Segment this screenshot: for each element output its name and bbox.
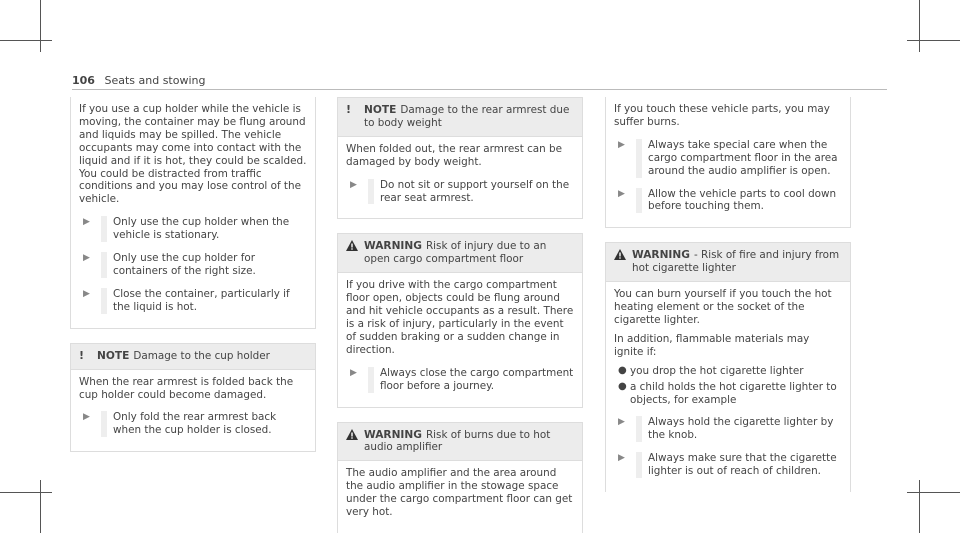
list-item-text: you drop the hot cigarette lighter	[630, 364, 804, 377]
step-text: Do not sit or support yourself on the re…	[368, 178, 574, 205]
step-text: Always hold the cigarette lighter by the…	[636, 416, 842, 443]
page-header: 106 Seats and stowing	[72, 74, 205, 87]
bullet-icon: ●	[618, 364, 627, 376]
note-title: Damage to the rear armrest due to body w…	[364, 104, 570, 129]
step-text: Only use the cup holder for containers o…	[101, 252, 307, 278]
crop-mark	[40, 480, 41, 533]
section-title: Seats and stowing	[104, 74, 206, 87]
warning-body: If you drive with the cargo compartment …	[337, 273, 583, 408]
step: ▶ Always make sure that the cigarette lig…	[614, 452, 842, 479]
arrow-icon: ▶	[350, 179, 357, 190]
warning-triangle-icon	[614, 249, 632, 275]
crop-mark	[0, 40, 52, 41]
arrow-icon: ▶	[618, 453, 625, 464]
exclamation-icon: !	[79, 348, 85, 362]
step: ▶ Only use the cup holder when the vehicl…	[79, 216, 307, 243]
step-text: Always take special care when the cargo …	[636, 138, 842, 178]
warning-triangle-icon	[346, 240, 364, 266]
step: ▶ Always hold the cigarette lighter by th…	[614, 416, 842, 443]
warning-title: - Risk of fire and injury from hot cigar…	[632, 249, 840, 275]
step: ▶ Close the container, particularly if th…	[79, 287, 307, 314]
step-text: Only fold the rear armrest back when the…	[101, 411, 307, 438]
step: ▶ Allow the vehicle parts to cool down be…	[614, 187, 842, 214]
note-label: NOTE	[97, 349, 130, 362]
step-text: Close the container, particularly if the…	[101, 287, 307, 314]
warning-text: If you drive with the cargo compartment …	[346, 279, 574, 356]
note-body: When folded out, the rear armrest can be…	[337, 136, 583, 220]
arrow-icon: ▶	[83, 217, 90, 228]
list-item: ●you drop the hot cigarette lighter	[614, 365, 842, 378]
column-3: If you touch these vehicle parts, you ma…	[605, 97, 851, 493]
arrow-icon: ▶	[83, 253, 90, 264]
step-text: Allow the vehicle parts to cool down bef…	[636, 187, 842, 214]
step: ▶ Always close the cargo compartment floo…	[346, 366, 574, 393]
arrow-icon: ▶	[618, 188, 625, 199]
step: ▶ Do not sit or support yourself on the r…	[346, 178, 574, 205]
crop-mark	[919, 480, 920, 533]
intro-text: If you touch these vehicle parts, you ma…	[614, 103, 830, 128]
warning-triangle-icon	[346, 428, 364, 455]
step-text: Always close the cargo compartment floor…	[368, 366, 574, 393]
arrow-icon: ▶	[618, 417, 625, 428]
column-1: If you use a cup holder while the vehicl…	[70, 97, 316, 453]
list-item-text: a child holds the hot cigarette lighter …	[630, 380, 837, 406]
exclamation-icon: !	[346, 103, 352, 116]
note-text: When folded out, the rear armrest can be…	[346, 142, 563, 168]
step: ▶ Only use the cup holder for containers …	[79, 252, 307, 278]
crop-mark	[0, 492, 52, 493]
note-title: Damage to the cup holder	[133, 349, 270, 362]
arrow-icon: ▶	[350, 367, 357, 378]
warning-text: You can burn yourself if you touch the h…	[614, 288, 832, 326]
arrow-icon: ▶	[618, 139, 625, 150]
arrow-icon: ▶	[83, 412, 90, 423]
crop-mark	[907, 40, 960, 41]
warning-box: WARNING- Risk of fire and injury from ho…	[605, 242, 851, 493]
step-text: Only use the cup holder when the vehicle…	[101, 216, 307, 243]
page-number: 106	[72, 74, 95, 87]
crop-mark	[907, 492, 960, 493]
warning-continued: If you use a cup holder while the vehicl…	[70, 97, 316, 329]
warning-body: You can burn yourself if you touch the h…	[605, 282, 851, 493]
warning-label: WARNING	[364, 428, 422, 441]
warning-label: WARNING	[364, 240, 422, 253]
warning-continued: If you touch these vehicle parts, you ma…	[605, 97, 851, 229]
bullet-icon: ●	[618, 380, 627, 392]
crop-mark	[40, 0, 41, 52]
crop-mark	[919, 0, 920, 52]
warning-header: WARNING- Risk of fire and injury from ho…	[605, 242, 851, 283]
note-text: When the rear armrest is folded back the…	[79, 375, 294, 401]
warning-title: Risk of burns due to hot audio amplifier	[364, 428, 551, 454]
warning-text: The audio amplifier and the area around …	[346, 467, 573, 519]
warning-label: WARNING	[632, 249, 690, 262]
step: ▶ Only fold the rear armrest back when th…	[79, 411, 307, 438]
warning-body: The audio amplifier and the area around …	[337, 461, 583, 533]
arrow-icon: ▶	[83, 288, 90, 299]
step-text: Always make sure that the cigarette ligh…	[636, 452, 842, 479]
list-item: ●a child holds the hot cigarette lighter…	[614, 381, 842, 407]
intro-text: If you use a cup holder while the vehicl…	[79, 103, 307, 206]
step: ▶ Always take special care when the cargo…	[614, 138, 842, 178]
header-rule	[72, 89, 887, 90]
warning-text: In addition, flammable materials may ign…	[614, 332, 810, 358]
note-label: NOTE	[364, 104, 397, 116]
warning-title: Risk of injury due to an open cargo comp…	[364, 240, 547, 266]
note-body: When the rear armrest is folded back the…	[70, 369, 316, 453]
